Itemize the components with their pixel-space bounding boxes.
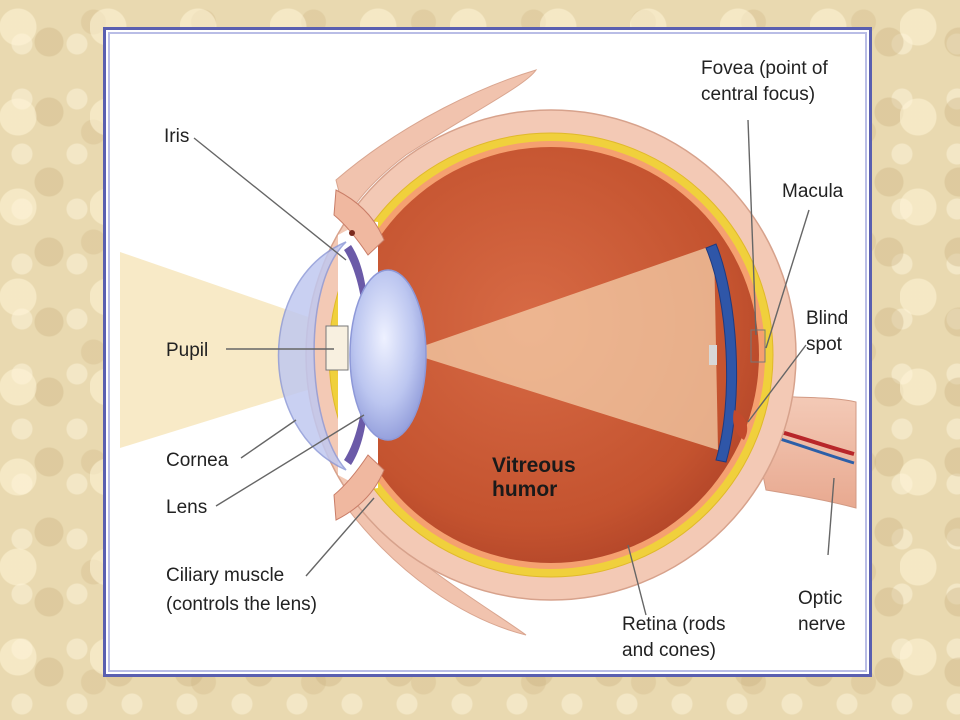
fovea-label-line1: Fovea (point of xyxy=(701,58,828,79)
lens-label: Lens xyxy=(166,497,207,518)
fovea-leader xyxy=(747,119,757,336)
ciliary-leader xyxy=(305,497,375,577)
blind-spot-label-line1: Blind xyxy=(806,308,848,329)
fovea-marker xyxy=(709,345,717,365)
retina-leader xyxy=(627,544,647,616)
iris-leader xyxy=(193,137,347,261)
macula-leader xyxy=(765,209,810,349)
focused-light-cone xyxy=(406,245,718,450)
blind-spot-leader xyxy=(747,344,807,423)
ciliary-body-upper xyxy=(333,189,385,256)
lens-shape xyxy=(349,269,427,441)
vitreous-label-line1: Vitreous xyxy=(492,454,576,477)
ciliary-body-lower xyxy=(333,454,385,521)
ciliary-dot xyxy=(349,230,355,236)
retina-label-line1: Retina (rods xyxy=(622,614,726,635)
cornea-shape xyxy=(277,241,347,471)
retina-photoreceptor-strip xyxy=(705,243,738,463)
cornea-leader xyxy=(240,419,297,459)
vitreous-label-line2: humor xyxy=(492,478,557,501)
lens-leader xyxy=(215,414,365,507)
incoming-light-beam xyxy=(120,252,346,448)
ciliary-label-line1: Ciliary muscle xyxy=(166,565,284,586)
iris-label: Iris xyxy=(164,126,189,147)
optic-nerve-label-line2: nerve xyxy=(798,614,846,635)
optic-nerve-leader xyxy=(827,477,835,556)
fovea-label-line2: central focus) xyxy=(701,84,815,105)
blind-spot-label-line2: spot xyxy=(806,334,843,355)
ciliary-label-line2: (controls the lens) xyxy=(166,594,317,615)
macula-label: Macula xyxy=(782,181,844,202)
retina-label-line2: and cones) xyxy=(622,640,716,661)
optic-nerve-label-line1: Optic xyxy=(798,588,842,609)
pupil-label: Pupil xyxy=(166,340,208,361)
cornea-label: Cornea xyxy=(166,450,229,471)
upper-eyelid xyxy=(335,69,538,222)
diagram-frame: Iris Pupil Cornea Lens Ciliary muscle (c… xyxy=(103,27,872,677)
eye-diagram: Iris Pupil Cornea Lens Ciliary muscle (c… xyxy=(120,58,857,661)
blind-spot-region xyxy=(733,410,748,440)
macula-region xyxy=(750,329,766,363)
pupil-aperture xyxy=(325,325,349,371)
